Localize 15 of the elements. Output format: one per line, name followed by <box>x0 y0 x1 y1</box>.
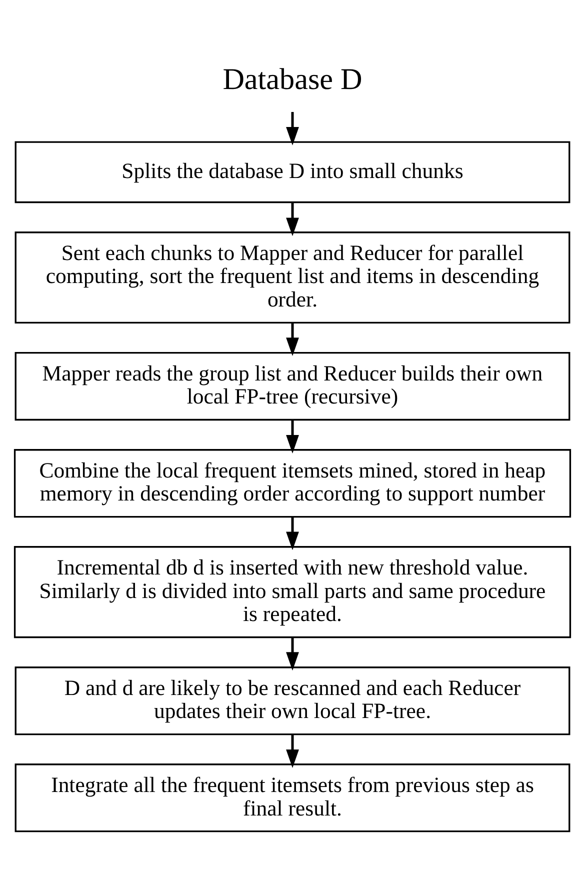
arrow <box>286 638 299 671</box>
node-text: Database D <box>222 62 362 96</box>
node-box: Combine the local frequent itemsets mined, stored in heap memory in descending order according to support number <box>14 449 572 518</box>
node-box: Integrate all the frequent itemsets from previous step as final result. <box>14 764 570 832</box>
arrow <box>286 517 299 550</box>
node-box: Mapper reads the group list and Reducer builds their own local FP-tree (recursive) <box>14 352 570 421</box>
node-box: Incremental db d is inserted with new threshold value. Similarly d is divided into small parts and same procedure is repeated. <box>14 546 572 638</box>
arrow <box>286 112 299 146</box>
arrow <box>286 734 299 768</box>
node-box: Sent each chunks to Mapper and Reducer for parallel computing, sort the frequent list and items in descending order. <box>14 232 570 324</box>
arrow <box>286 420 299 454</box>
node-box: Splits the database D into small chunks <box>14 141 570 204</box>
arrow <box>286 323 299 356</box>
arrow <box>286 202 299 236</box>
node-box: D and d are likely to be rescanned and each Reducer updates their own local FP-tree. <box>14 666 570 736</box>
